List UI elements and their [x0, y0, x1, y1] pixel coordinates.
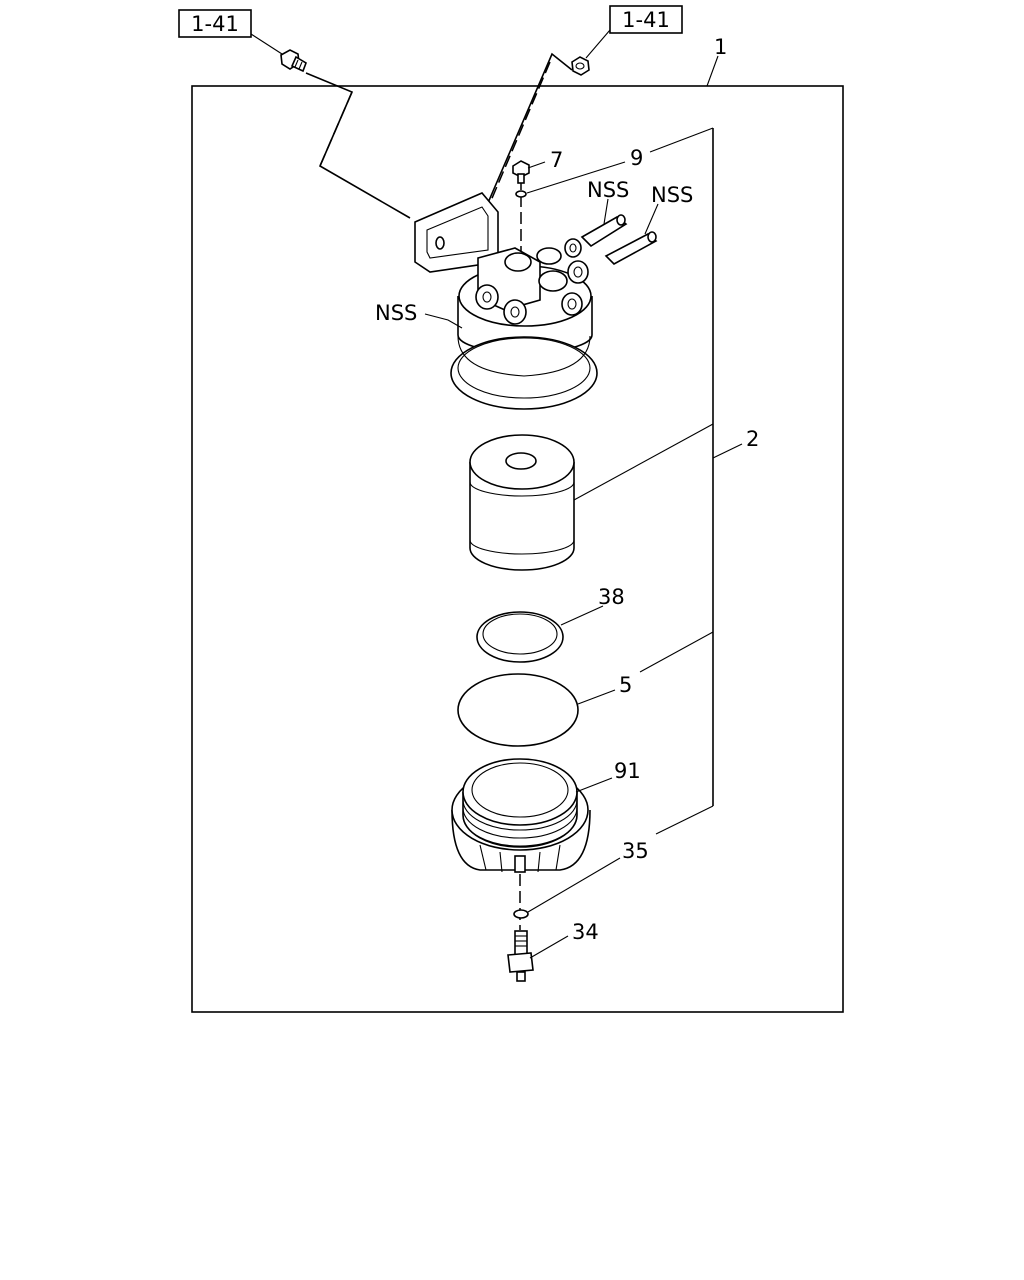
- leader-9: [526, 161, 626, 194]
- ref-box-right[interactable]: 1-41: [609, 5, 683, 34]
- callout-nss-pipe-left: NSS: [587, 178, 629, 202]
- leader-nss-head: [424, 313, 463, 329]
- ref-leader-left: [250, 33, 283, 55]
- leader-9b: [649, 127, 714, 153]
- mounting-nut: [571, 56, 590, 76]
- filter-element-2: [469, 434, 575, 571]
- ref-box-right-label: 1-41: [622, 8, 670, 32]
- leader-2: [573, 423, 714, 501]
- callout-nss-head: NSS: [375, 301, 417, 325]
- bolt-path-dash: [319, 91, 353, 167]
- leader-nss-right: [644, 203, 659, 235]
- nut-path: [459, 52, 573, 269]
- leader-5b: [639, 631, 714, 673]
- callout-38: 38: [598, 585, 625, 609]
- pipe-right: [604, 231, 658, 265]
- leader-2b: [712, 443, 743, 459]
- bolt-path: [305, 72, 411, 219]
- callout-5: 5: [619, 673, 632, 697]
- callout-nss-pipe-right: NSS: [651, 183, 693, 207]
- leader-35: [527, 857, 621, 913]
- leader-91: [575, 777, 613, 793]
- callout-1: 1: [714, 35, 727, 59]
- washer-9: [515, 190, 527, 198]
- mounting-bolt: [280, 49, 307, 73]
- ref-leader-right: [585, 29, 611, 59]
- gasket-5: [457, 673, 579, 747]
- leader-34: [529, 935, 569, 959]
- callout-34: 34: [572, 920, 599, 944]
- o-ring-38: [476, 611, 564, 663]
- drain-seal-35: [513, 909, 529, 919]
- ref-box-left-label: 1-41: [191, 12, 239, 36]
- leader-5: [577, 689, 616, 705]
- callout-91: 91: [614, 759, 641, 783]
- callout-2: 2: [746, 427, 759, 451]
- assembly-frame: [191, 85, 844, 1013]
- leader-7: [527, 161, 546, 169]
- leader-nss-left: [603, 198, 609, 225]
- nut-path-dash: [486, 61, 551, 211]
- ref-box-left[interactable]: 1-41: [178, 9, 252, 38]
- callout-35: 35: [622, 839, 649, 863]
- cup-91: [451, 758, 591, 873]
- callout-9: 9: [630, 146, 643, 170]
- leader-38: [560, 605, 604, 626]
- drain-plug-34: [507, 930, 534, 982]
- callout-7: 7: [550, 148, 563, 172]
- pipe-left: [580, 214, 628, 248]
- leader-35b: [655, 805, 714, 835]
- bolt-7: [512, 160, 530, 184]
- filter-head: [414, 192, 598, 410]
- leader-1: [706, 55, 719, 87]
